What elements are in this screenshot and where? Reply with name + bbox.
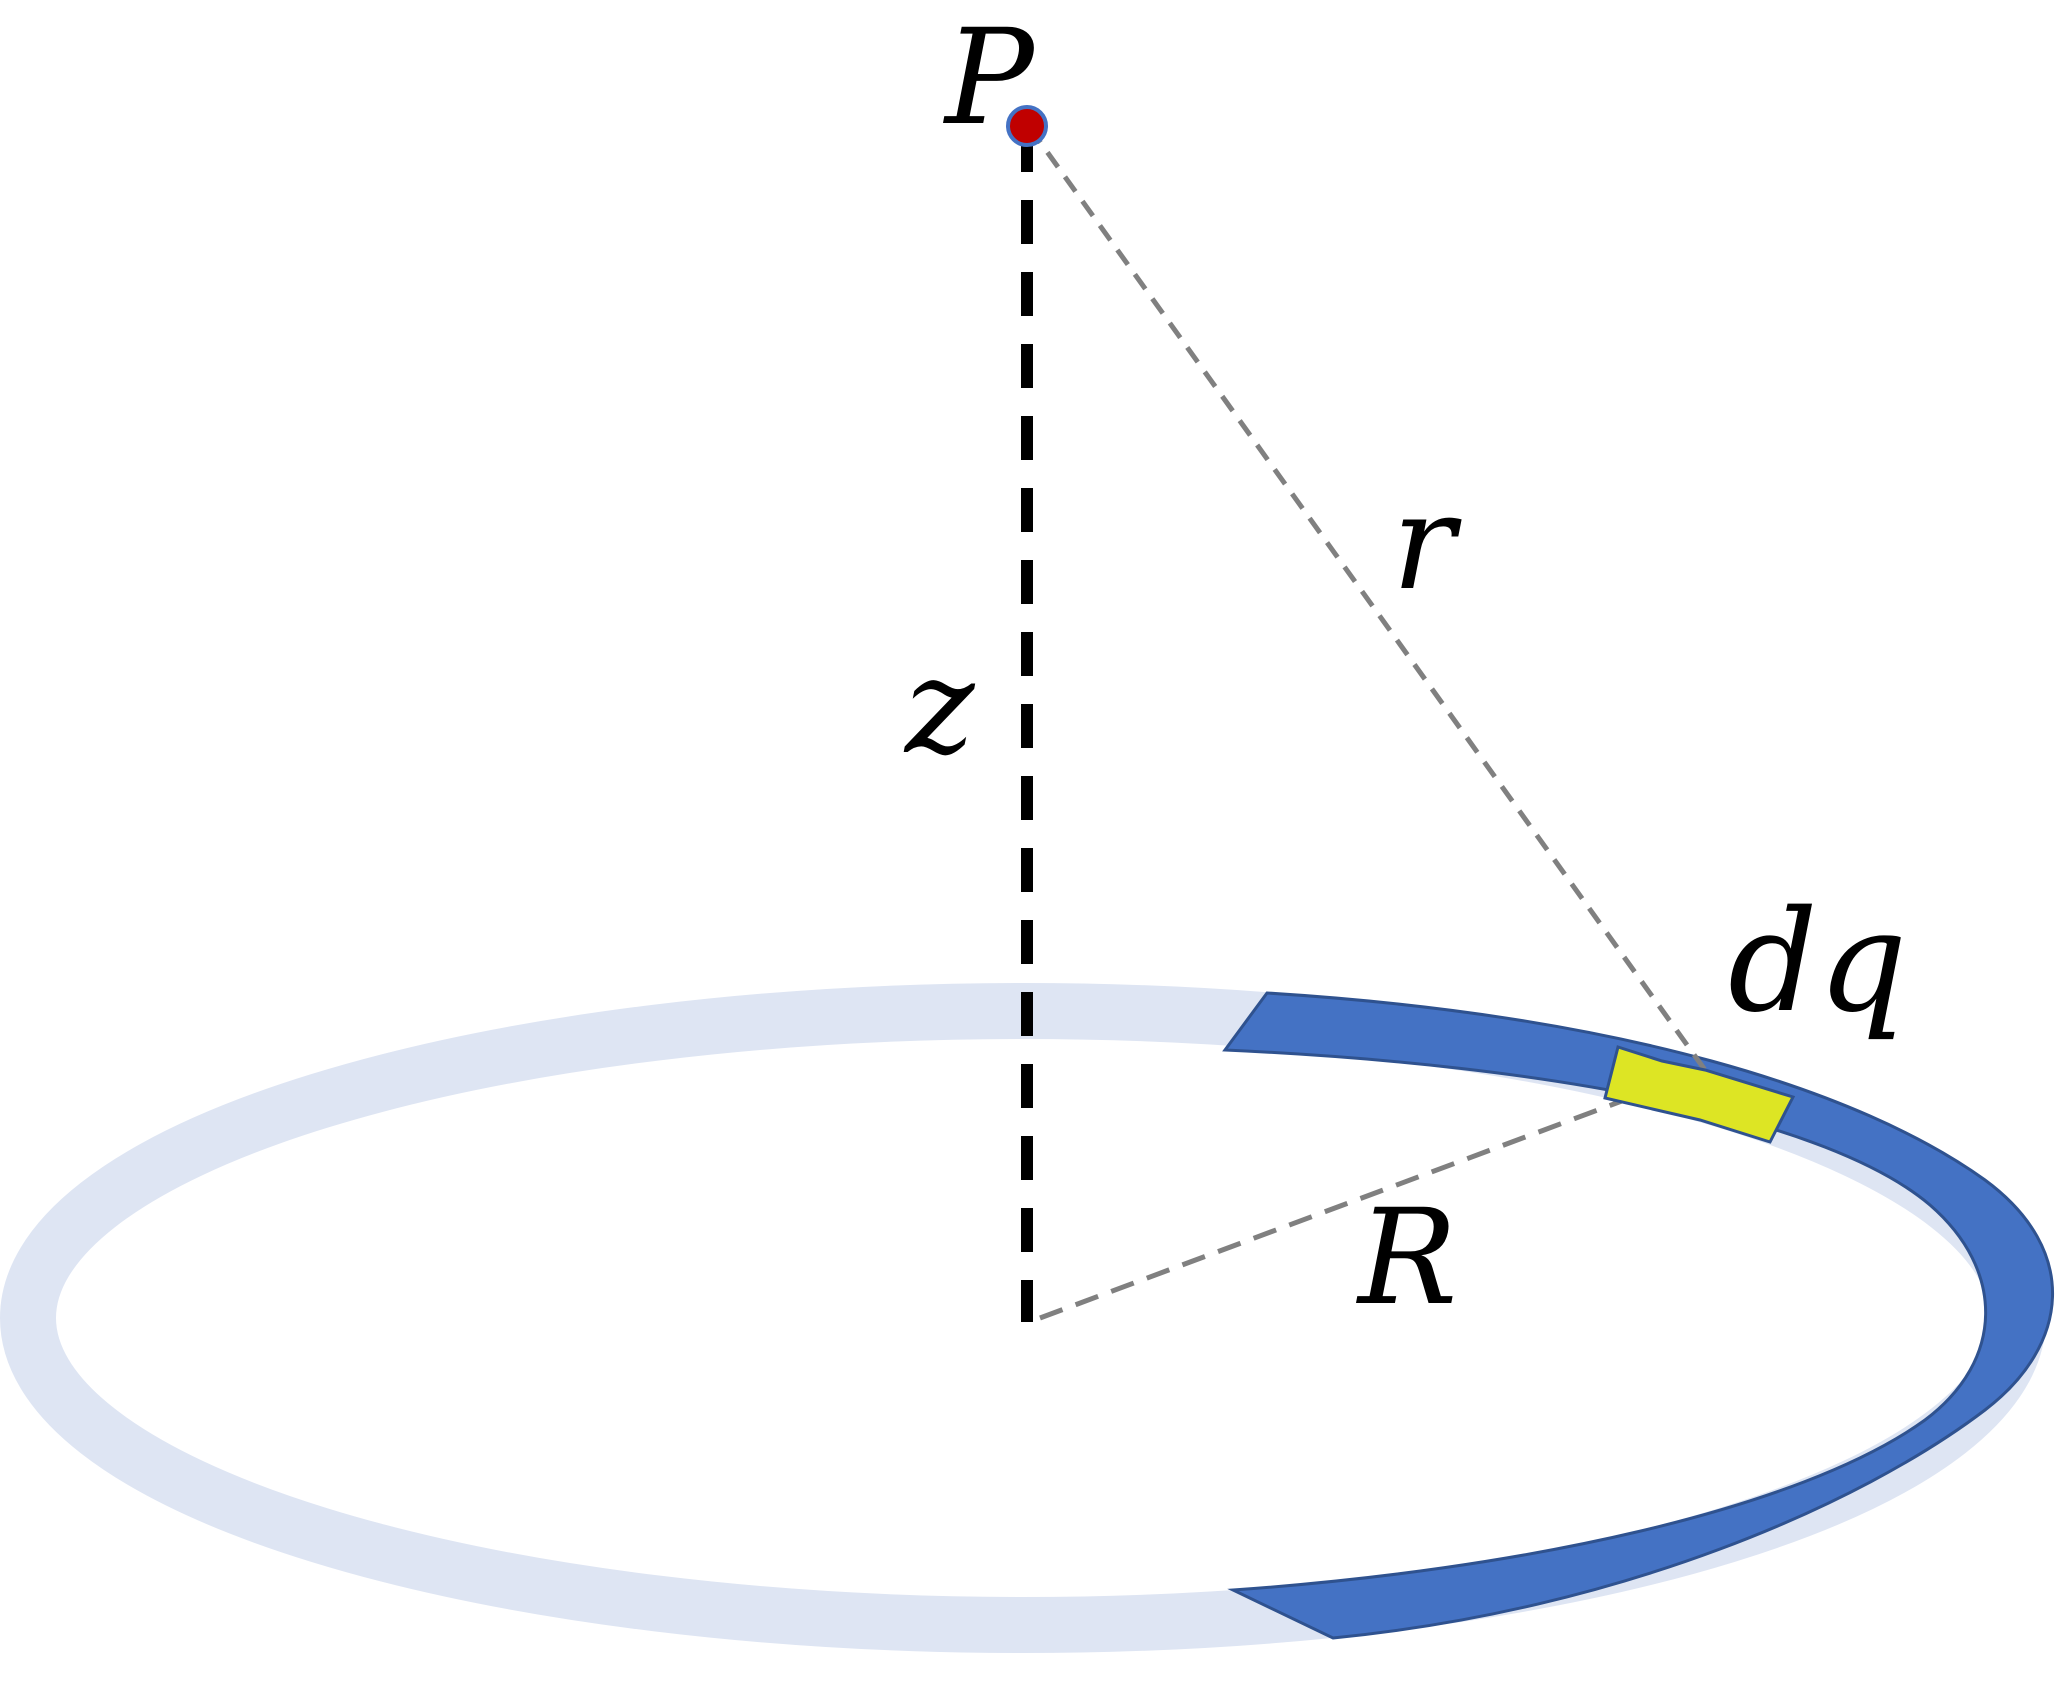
- label-p: P: [943, 1, 1036, 155]
- ring-front-arc: [1222, 991, 2054, 1640]
- label-r: r: [1392, 466, 1462, 620]
- label-z: z: [903, 630, 976, 784]
- r-line: [1027, 126, 1708, 1072]
- label-radius: R: [1356, 1181, 1457, 1335]
- label-dq: dq: [1728, 881, 1907, 1044]
- radius-line: [1039, 1067, 1706, 1321]
- point-p-marker: [1006, 105, 1048, 147]
- charge-element: [1603, 1045, 1796, 1144]
